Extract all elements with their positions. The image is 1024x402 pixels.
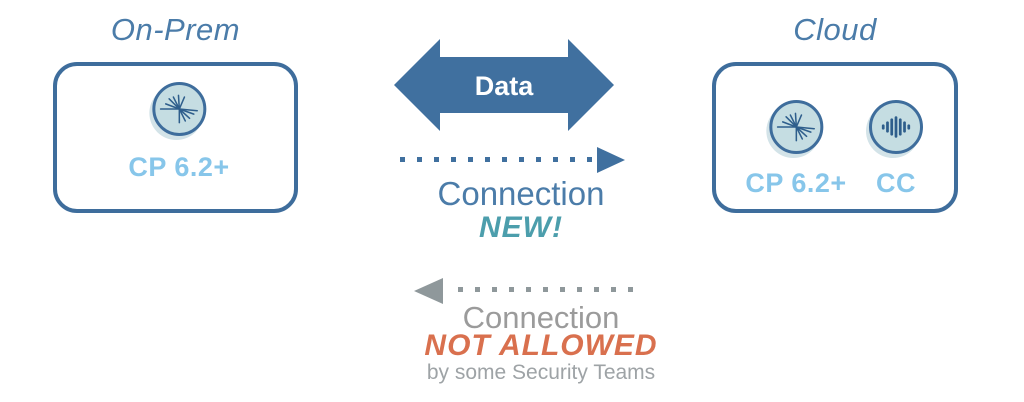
data-flow-label: Data [475,71,535,101]
on-prem-cp-label: CP 6.2+ [128,152,230,182]
not-allowed-status: NOT ALLOWED [424,329,658,362]
security-teams-note: by some Security Teams [426,361,656,384]
new-connection-dotted-line [400,157,596,162]
cloud-cc-label: CC [876,168,916,198]
blocked-connection-dotted-line [458,287,636,292]
starburst-icon [768,100,823,154]
new-connection-label: Connection [437,175,605,212]
new-badge: NEW! [479,211,563,244]
blocked-connection-label: Connection [462,300,620,335]
cloud-title: Cloud [793,12,877,47]
cloud-cp-label: CP 6.2+ [745,168,847,198]
double-arrow-shape [394,39,614,131]
cloud-cc-node: CC [869,100,923,199]
starburst-icon [151,82,206,136]
on-prem-title: On-Prem [110,12,241,47]
cloud-cp-node: CP 6.2+ [745,100,846,199]
data-flow-arrow: Data [394,39,614,131]
left-arrowhead-icon [414,278,443,304]
cloud-box: CP 6.2+ CC [712,62,958,213]
on-prem-cp-node: CP 6.2+ [128,82,229,183]
equalizer-icon [869,100,923,154]
on-prem-box: CP 6.2+ [53,62,298,213]
right-arrowhead-icon [597,147,625,173]
